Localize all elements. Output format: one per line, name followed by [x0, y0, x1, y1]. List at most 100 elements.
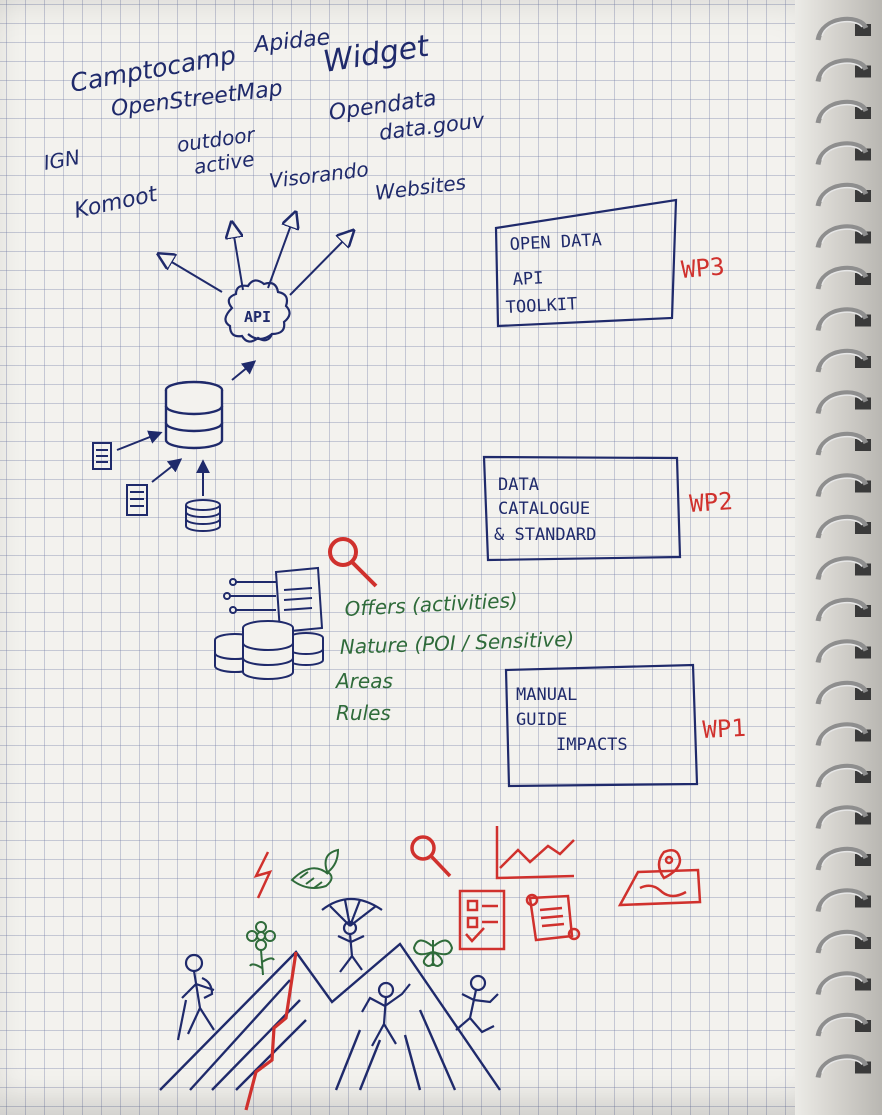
server-stack-icon [214, 566, 324, 680]
spiral-ring [815, 1012, 869, 1037]
db-to-api-arrow [231, 360, 257, 381]
wp3-tag: WP3 [680, 252, 726, 284]
spiral-ring [815, 929, 869, 954]
paraglider-icon [321, 898, 383, 973]
theme-offers: Offers (activities) [344, 588, 518, 621]
spiral-ring-highlight [821, 1058, 863, 1074]
bird-icon [290, 848, 340, 889]
document-icon [92, 442, 112, 470]
scroll-icon [525, 893, 581, 942]
spiral-ring [815, 763, 869, 788]
spiral-ring [815, 722, 869, 747]
grid-paper [0, 0, 850, 1115]
magnifier-icon [410, 835, 452, 878]
spiral-ring [815, 16, 869, 41]
wp1-box: MANUAL GUIDE IMPACTS WP1 [504, 663, 747, 788]
wp2-line-2: CATALOGUE [498, 499, 590, 519]
spiral-rings [815, 16, 871, 1079]
wp1-line-2: GUIDE [516, 710, 567, 730]
platform-visorando: Visorando [268, 157, 370, 193]
spiral-ring [815, 888, 869, 913]
magnifier-icon [328, 537, 378, 588]
wp3-line-3: TOOLKIT [505, 294, 578, 318]
spiral-ring [815, 639, 869, 664]
map-pin-icon [617, 849, 702, 907]
line-chart-icon [495, 826, 575, 880]
spiral-ring-highlight [821, 352, 863, 369]
spiral-ring-highlight [821, 269, 863, 286]
spiral-ring-highlight [821, 975, 863, 991]
mountains-icon [159, 942, 501, 1091]
wp3-line-1: OPEN DATA [509, 230, 602, 255]
wp1-tag: WP1 [702, 714, 747, 744]
climber-icon [455, 974, 499, 1034]
api-label: API [244, 308, 271, 326]
spiral-ring-highlight [821, 435, 863, 452]
api-outgoing-arrows [160, 214, 352, 296]
spiral-ring [815, 431, 869, 456]
platform-komoot: Komoot [72, 182, 161, 224]
platform-websites: Websites [374, 170, 468, 205]
spiral-ring-highlight [821, 726, 863, 742]
spiral-ring [815, 58, 869, 83]
spiral-ring-highlight [821, 643, 863, 659]
platform-ign: IGN [42, 145, 82, 175]
data-sources [92, 430, 221, 532]
spiral-ring-highlight [821, 103, 863, 120]
spiral-ring [815, 99, 869, 124]
spiral-ring [815, 597, 869, 622]
spiral-ring-highlight [821, 62, 863, 78]
wp1-line-1: MANUAL [516, 685, 577, 705]
spiral-ring [815, 556, 869, 581]
wp2-line-1: DATA [498, 475, 539, 495]
database-icon [164, 380, 224, 450]
spiral-ring [815, 971, 869, 996]
spiral-ring-highlight [821, 850, 863, 867]
spiral-ring-highlight [821, 186, 863, 203]
spiral-ring [815, 805, 869, 830]
spiral-ring [815, 680, 869, 705]
climber-icon [361, 981, 411, 1047]
spiral-ring [815, 141, 869, 166]
spiral-ring-highlight [821, 477, 863, 493]
spiral-ring-highlight [821, 892, 863, 908]
spiral-ring [815, 514, 869, 539]
spiral-ring [815, 1054, 869, 1079]
spiral-ring-highlight [821, 311, 863, 327]
spiral-ring [815, 265, 869, 290]
wp2-tag: WP2 [688, 487, 733, 518]
spiral-ring [815, 224, 869, 249]
spiral-ring [815, 307, 869, 332]
spiral-ring [815, 390, 869, 415]
platform-names: Camptocamp Apidae Widget OpenStreetMap O… [42, 25, 487, 224]
wp2-line-3: & STANDARD [494, 525, 596, 545]
spiral-ring [815, 348, 869, 373]
spiral-ring-highlight [821, 809, 863, 825]
database-icon [185, 499, 221, 532]
spiral-ring-highlight [821, 601, 863, 618]
theme-areas: Areas [334, 669, 393, 693]
spiral-ring-highlight [821, 767, 863, 784]
spiral-ring-highlight [821, 684, 863, 701]
spiral-ring-highlight [821, 228, 863, 244]
spiral-ring-highlight [821, 560, 863, 576]
theme-rules: Rules [336, 701, 391, 725]
theme-nature: Nature (POI / Sensitive) [339, 627, 574, 659]
hiker-icon [176, 953, 215, 1041]
trail-line [244, 951, 298, 1111]
spiral-ring-highlight [821, 145, 863, 161]
wp3-box: OPEN DATA API TOOLKIT WP3 [494, 198, 726, 328]
spiral-ring [815, 846, 869, 871]
spiral-ring-highlight [821, 1016, 863, 1033]
wp2-box: DATA CATALOGUE & STANDARD WP2 [482, 455, 734, 562]
spiral-ring-highlight [821, 518, 863, 535]
spiral-ring [815, 473, 869, 498]
spiral-ring-highlight [821, 394, 863, 410]
butterfly-icon [412, 939, 454, 968]
document-icon [126, 484, 148, 516]
lightning-icon [253, 851, 273, 899]
api-gear-icon: API [224, 279, 291, 343]
checklist-icon [458, 889, 506, 951]
